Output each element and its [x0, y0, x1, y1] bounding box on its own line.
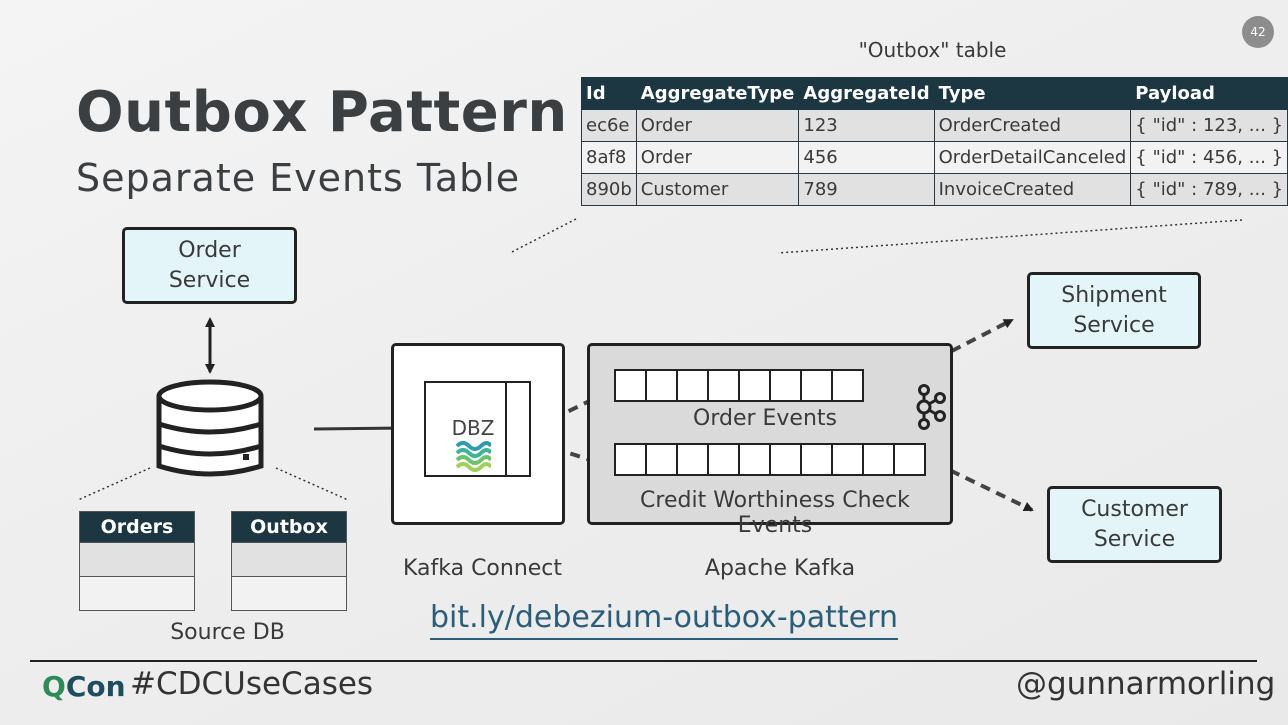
- footer-divider: [30, 660, 1257, 662]
- customer-service-label-line2: Service: [1093, 526, 1176, 552]
- orders-mini-table: Orders: [79, 511, 195, 611]
- qcon-logo: QCon: [42, 670, 126, 703]
- slide-subtitle: Separate Events Table: [76, 156, 521, 200]
- source-db-label: Source DB: [170, 620, 285, 645]
- table-row: ec6e Order 123 OrderCreated { "id" : 123…: [581, 109, 1288, 142]
- qcon-logo-con: Con: [65, 670, 126, 703]
- table-callout-right: [777, 219, 1243, 254]
- footer-handle: @gunnarmorling: [1016, 666, 1276, 702]
- order-service-label-line1: Order: [178, 237, 241, 263]
- table-cell: Customer: [635, 173, 800, 206]
- table-cell: ec6e: [581, 109, 637, 142]
- outbox-mini-table: Outbox: [231, 511, 347, 611]
- column-header-aggregate-type: AggregateType: [635, 77, 800, 110]
- table-cell: InvoiceCreated: [933, 173, 1132, 206]
- table-cell: OrderCreated: [933, 109, 1132, 142]
- footer-hashtag: #CDCUseCases: [130, 666, 374, 702]
- column-header-payload: Payload: [1130, 77, 1288, 110]
- table-cell: OrderDetailCanceled: [933, 141, 1132, 174]
- table-row: 8af8 Order 456 OrderDetailCanceled { "id…: [581, 141, 1288, 174]
- orders-table-header: Orders: [80, 512, 194, 542]
- db-callout-right: [275, 467, 349, 501]
- outbox-table-row: [232, 576, 346, 610]
- database-icon: [156, 379, 264, 477]
- column-header-type: Type: [933, 77, 1132, 110]
- table-cell: 456: [798, 141, 935, 174]
- credit-events-label: Credit Worthiness Check Events: [640, 488, 910, 538]
- outbox-table-header: Outbox: [232, 512, 346, 542]
- dbz-to-credit-events-arrow: [537, 441, 611, 469]
- table-cell: 789: [798, 173, 935, 206]
- table-cell: Order: [635, 109, 800, 142]
- slide-title: Outbox Pattern: [76, 80, 568, 145]
- table-cell: 8af8: [581, 141, 637, 174]
- table-cell: { "id" : 789, ... }: [1130, 173, 1288, 206]
- db-callout-left: [77, 467, 151, 501]
- outbox-pattern-link[interactable]: bit.ly/debezium-outbox-pattern: [430, 598, 898, 640]
- table-cell: 890b: [581, 173, 637, 206]
- dbz-label: DBZ: [451, 416, 495, 440]
- table-cell: { "id" : 123, ... }: [1130, 109, 1288, 142]
- customer-service-label-line1: Customer: [1081, 496, 1188, 522]
- column-header-aggregate-id: AggregateId: [798, 77, 935, 110]
- page-number-badge: 42: [1242, 16, 1274, 48]
- outbox-table-row: [232, 542, 346, 576]
- table-callout-left: [509, 218, 577, 254]
- dbz-divider: [505, 381, 507, 477]
- kafka-logo-icon: [916, 384, 946, 430]
- order-events-topic: [614, 369, 864, 402]
- table-cell: Order: [635, 141, 800, 174]
- order-service-label-line2: Service: [168, 267, 251, 293]
- debezium-logo-icon: [455, 441, 491, 472]
- outbox-table: Id AggregateType AggregateId Type Payloa…: [581, 77, 1288, 206]
- dbz-to-order-events-arrow: [537, 391, 608, 428]
- kafka-connect-label: Kafka Connect: [402, 556, 563, 581]
- table-cell: 123: [798, 109, 935, 142]
- orders-table-row: [80, 576, 194, 610]
- table-row: 890b Customer 789 InvoiceCreated { "id" …: [581, 173, 1288, 206]
- apache-kafka-label: Apache Kafka: [704, 556, 856, 581]
- qcon-logo-q: Q: [42, 670, 66, 703]
- shipment-service-label-line2: Service: [1073, 312, 1155, 338]
- shipment-service-label-line1: Shipment: [1061, 282, 1167, 308]
- order-events-label: Order Events: [693, 406, 837, 431]
- orders-table-row: [80, 542, 194, 576]
- credit-events-topic: [614, 443, 926, 476]
- outbox-table-caption: "Outbox" table: [858, 38, 1007, 62]
